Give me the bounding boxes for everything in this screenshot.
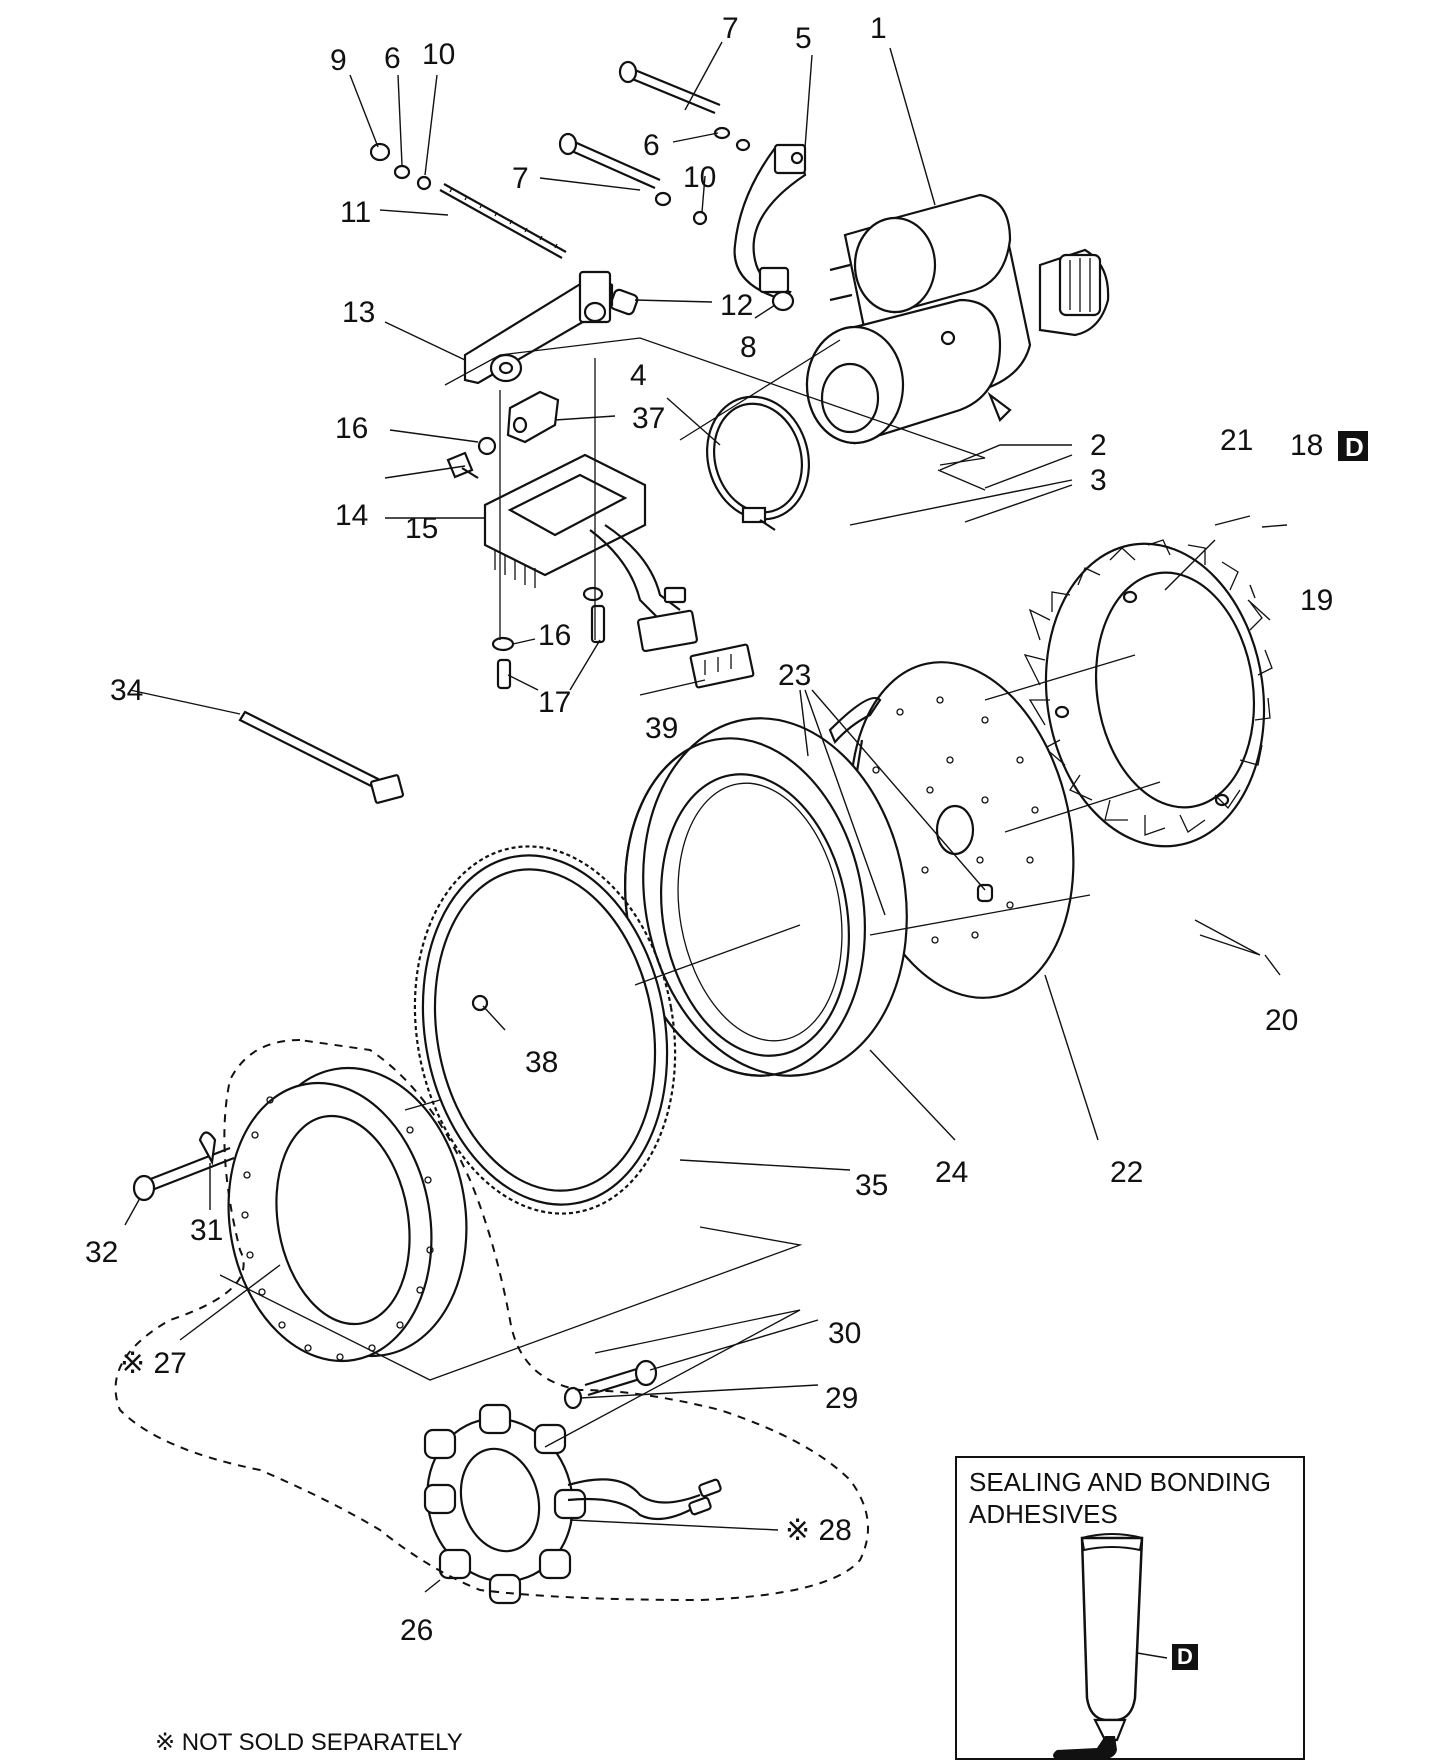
callout-14: 14 <box>335 499 368 532</box>
callout-39: 39 <box>645 712 678 745</box>
callout-7-lower: 7 <box>512 162 529 195</box>
adhesive-tube-icon <box>1053 1533 1168 1760</box>
callout-10-upper: 10 <box>422 38 455 71</box>
adhesive-d-badge <box>1338 431 1368 461</box>
voltage-regulator <box>483 453 755 689</box>
callout-26: 26 <box>400 1614 433 1647</box>
callout-34: 34 <box>110 674 143 707</box>
callout-19: 19 <box>1300 584 1333 617</box>
stator <box>423 1359 722 1605</box>
callout-5: 5 <box>795 22 812 55</box>
callout-16-lower: 16 <box>538 619 571 652</box>
ring-gear <box>413 845 677 1215</box>
callout-6-lower: 6 <box>643 129 660 162</box>
callout-18: 18 <box>1290 429 1323 462</box>
callout-3: 3 <box>1090 464 1107 497</box>
callout-17: 17 <box>538 686 571 719</box>
legend-d-badge: D <box>1172 1644 1198 1670</box>
callout-21: 21 <box>1220 424 1253 457</box>
legend-title: SEALING AND BONDING ADHESIVES <box>969 1467 1271 1529</box>
callout-7-upper: 7 <box>722 12 739 45</box>
callout-13: 13 <box>342 296 375 329</box>
callout-32: 32 <box>85 1236 118 1269</box>
callout-24: 24 <box>935 1156 968 1189</box>
callout-35: 35 <box>855 1169 888 1202</box>
callout-4: 4 <box>630 359 647 392</box>
group-outline <box>114 1038 869 1602</box>
callout-27: ※ 27 <box>120 1347 187 1380</box>
cable-tie <box>238 710 405 804</box>
callout-29: 29 <box>825 1382 858 1415</box>
cooling-fan <box>1023 539 1273 848</box>
assembly-lines <box>219 337 1261 1448</box>
callout-1: 1 <box>870 12 887 45</box>
footnote: ※ NOT SOLD SEPARATELY <box>155 1729 463 1756</box>
callout-37: 37 <box>632 402 665 435</box>
rotor-magnet <box>132 1066 468 1363</box>
starter-bracket <box>733 143 807 302</box>
callout-6-upper: 6 <box>384 42 401 75</box>
support-bracket <box>463 270 614 444</box>
callout-15: 15 <box>405 512 438 545</box>
callout-9: 9 <box>330 44 347 77</box>
leader-lines <box>124 41 1288 1593</box>
callout-2: 2 <box>1090 429 1107 462</box>
adhesive-d-badge-letter: D <box>1345 432 1364 462</box>
callout-10-lower: 10 <box>683 161 716 194</box>
callout-31: 31 <box>190 1214 223 1247</box>
callout-23: 23 <box>778 659 811 692</box>
callout-30: 30 <box>828 1317 861 1350</box>
callout-22: 22 <box>1110 1156 1143 1189</box>
callout-8: 8 <box>740 331 757 364</box>
bolts-and-washers-top <box>369 60 795 316</box>
callout-16-upper: 16 <box>335 412 368 445</box>
callout-38: 38 <box>525 1046 558 1079</box>
callout-labels: 1 2 3 4 5 6 6 7 7 8 9 10 10 11 12 13 14 … <box>85 12 1333 1647</box>
callout-28: ※ 28 <box>785 1514 852 1547</box>
starter-clamp <box>706 395 810 531</box>
starter-motor <box>805 193 1110 445</box>
callout-12: 12 <box>720 289 753 322</box>
adhesive-legend: SEALING AND BONDING ADHESIVES D <box>955 1456 1305 1760</box>
callout-11: 11 <box>340 196 371 229</box>
callout-20: 20 <box>1265 1004 1298 1037</box>
